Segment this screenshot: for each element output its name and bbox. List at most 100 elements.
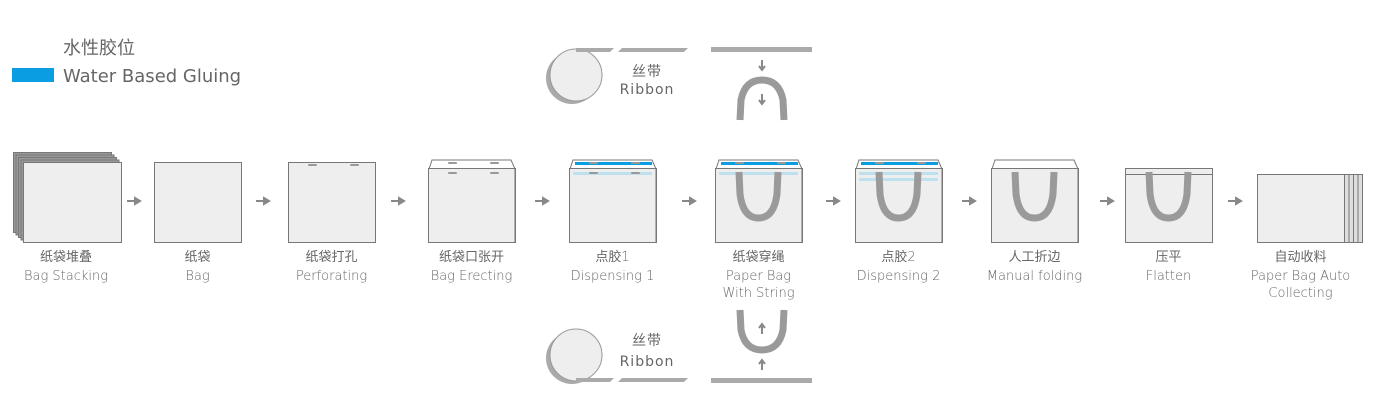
- handle-arch-icon: [736, 76, 788, 121]
- glue-line: [719, 172, 798, 175]
- punch-hole-icon: [917, 162, 926, 164]
- step-label-en: With String: [723, 286, 795, 301]
- bag-icon: [991, 168, 1079, 243]
- step-plain: 纸袋 Bag: [154, 162, 242, 284]
- glue-line: [859, 178, 938, 181]
- flow-arrow-icon: [535, 196, 550, 206]
- step-label-en: Perforating: [296, 269, 367, 284]
- handle-icon: [875, 171, 922, 222]
- down-arrow-icon: [758, 94, 766, 106]
- bag-flap: [855, 159, 943, 242]
- step-label-cn: 压平: [1155, 250, 1181, 265]
- step-label-en: Dispensing 1: [571, 269, 655, 284]
- step-label-en: Collecting: [1268, 286, 1332, 301]
- step-label-cn: 人工折边: [1008, 250, 1060, 265]
- step-label-cn: 纸袋口张开: [439, 250, 504, 265]
- punch-hole-icon: [448, 172, 457, 174]
- ribbon-strip: [576, 48, 614, 52]
- step-label-en: Bag Erecting: [431, 269, 513, 284]
- ribbon-strip: [618, 378, 688, 382]
- punch-hole-icon: [735, 162, 744, 164]
- glue-line-top: [861, 162, 938, 165]
- punch-hole-icon: [631, 172, 640, 174]
- punch-hole-icon: [350, 164, 359, 166]
- flow-arrow-icon: [962, 196, 977, 206]
- ribbon-strip: [618, 48, 688, 52]
- flow-arrow-icon: [391, 196, 406, 206]
- glue-line-top: [575, 162, 652, 165]
- punch-hole-icon: [589, 172, 598, 174]
- ribbon-label-cn: 丝带: [632, 64, 662, 80]
- up-arrow-icon: [758, 322, 766, 334]
- bag-icon: [23, 162, 122, 243]
- bag-icon: [1125, 174, 1213, 243]
- glue-line: [859, 172, 938, 175]
- ribbon-label-cn: 丝带: [632, 333, 662, 349]
- process-steps: 纸袋堆叠 Bag Stacking 纸袋 Bag 纸袋打孔 Perforating 纸袋口张…: [13, 152, 1363, 301]
- step-label-cn: 纸袋打孔: [305, 250, 357, 265]
- flow-arrow-icon: [1228, 196, 1243, 206]
- bag-icon: [288, 162, 376, 243]
- step-erected: 纸袋口张开 Bag Erecting: [428, 159, 516, 284]
- step-label-en: Bag: [185, 269, 209, 284]
- bag-flap: [428, 159, 516, 242]
- handle-icon: [1011, 171, 1058, 222]
- bag-flap: [715, 159, 803, 242]
- legend-title-en: Water Based Gluing: [63, 66, 241, 87]
- step-label-cn: 点胶2: [881, 249, 915, 265]
- step-label-en: Manual folding: [987, 269, 1082, 284]
- step-folding: 人工折边 Manual folding: [987, 159, 1082, 284]
- punch-hole-icon: [777, 162, 786, 164]
- ribbon-strip: [576, 378, 614, 382]
- flow-arrow-icon: [682, 196, 697, 206]
- flow-arrow-icon: [826, 196, 841, 206]
- legend-swatch: [12, 68, 54, 82]
- legend-title-cn: 水性胶位: [63, 38, 135, 59]
- ribbon-roll-icon: [549, 48, 603, 102]
- step-stack: 纸袋堆叠 Bag Stacking: [13, 152, 122, 284]
- handle-icon: [735, 171, 782, 222]
- ribbon-label-en: Ribbon: [620, 82, 675, 98]
- punch-hole-icon: [589, 162, 598, 164]
- punch-hole-icon: [631, 162, 640, 164]
- glue-line-top: [721, 162, 798, 165]
- punch-hole-icon: [308, 164, 317, 166]
- step-label-en: Paper Bag Auto: [1251, 269, 1351, 284]
- handle-u-icon: [736, 309, 788, 354]
- step-label-cn: 自动收料: [1274, 250, 1326, 265]
- ribbon-label-en: Ribbon: [620, 354, 675, 370]
- step-label-cn: 点胶1: [595, 249, 629, 265]
- step-label-cn: 纸袋堆叠: [40, 250, 92, 265]
- step-label-cn: 纸袋: [184, 250, 210, 265]
- step-label-cn: 纸袋穿绳: [732, 249, 784, 265]
- step-label-en: Dispensing 2: [857, 269, 941, 284]
- ribbon-bottom: 丝带 Ribbon: [546, 309, 812, 384]
- flow-arrow-icon: [1100, 196, 1115, 206]
- punch-hole-icon: [490, 172, 499, 174]
- ribbon-bar: [711, 378, 812, 383]
- bag-icon: [715, 168, 803, 243]
- ribbon-top: 丝带 Ribbon: [546, 47, 812, 121]
- step-label-en: Paper Bag: [726, 269, 791, 284]
- up-arrow-icon: [758, 358, 766, 370]
- bag-flap: [569, 159, 657, 242]
- punch-hole-icon: [490, 162, 499, 164]
- bag-icon: [1257, 174, 1345, 243]
- bag-flap: [991, 159, 1079, 242]
- bag-icon: [569, 168, 657, 243]
- ribbon-bar: [711, 47, 812, 52]
- down-arrow-icon: [758, 60, 766, 72]
- step-perforated: 纸袋打孔 Perforating: [288, 162, 376, 284]
- flow-arrow-icon: [127, 196, 142, 206]
- bag-icon: [428, 168, 516, 243]
- flow-arrow-icon: [256, 196, 271, 206]
- glue-line: [573, 172, 652, 175]
- step-label-en: Bag Stacking: [24, 269, 108, 284]
- punch-hole-icon: [875, 162, 884, 164]
- bag-icon: [154, 162, 242, 243]
